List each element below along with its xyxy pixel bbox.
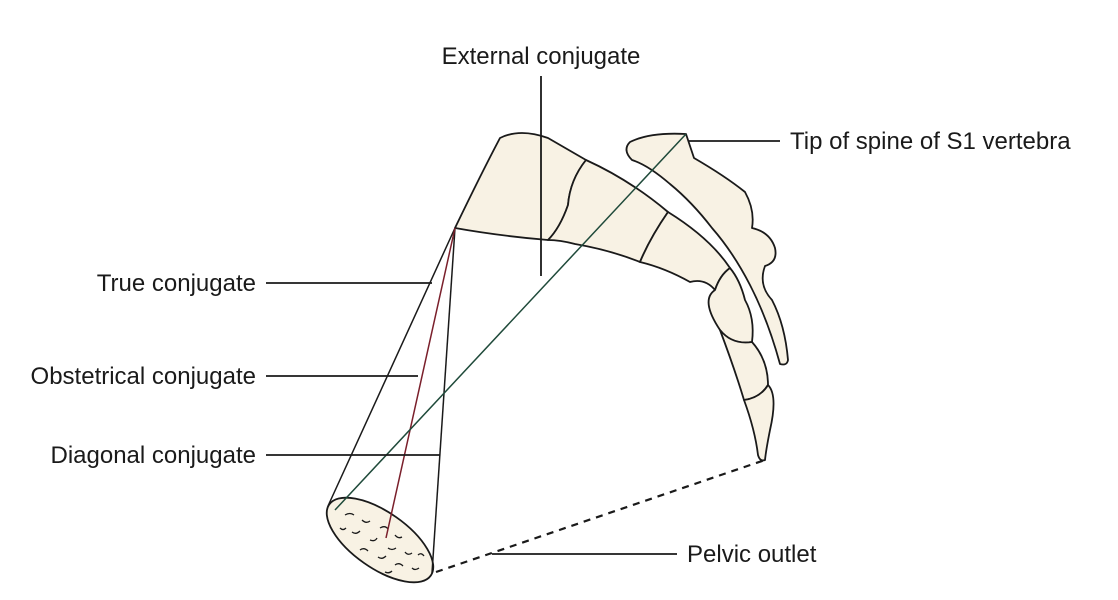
pelvic-outlet-label: Pelvic outlet (687, 541, 817, 568)
coccyx (743, 384, 775, 462)
tip-of-spine-label: Tip of spine of S1 vertebra (790, 128, 1071, 155)
pelvic-outlet-line (435, 458, 766, 574)
sacral-segment-s2 (547, 159, 669, 263)
pubic-symphysis-section (325, 496, 435, 584)
external-conjugate-label: External conjugate (442, 43, 641, 70)
obstetrical-conjugate-line (385, 227, 456, 539)
diagonal-conjugate-label: Diagonal conjugate (51, 442, 257, 469)
bone-texture (339, 512, 425, 574)
sacral-spinous-crest (625, 132, 789, 366)
true-conjugate-label: True conjugate (97, 270, 256, 297)
true-conjugate-line-back (431, 227, 456, 574)
diagonal-conjugate-line (334, 133, 687, 511)
true-conjugate-line-front (327, 227, 456, 507)
sacral-segment-s3 (639, 211, 731, 291)
obstetrical-conjugate-label: Obstetrical conjugate (31, 363, 256, 390)
